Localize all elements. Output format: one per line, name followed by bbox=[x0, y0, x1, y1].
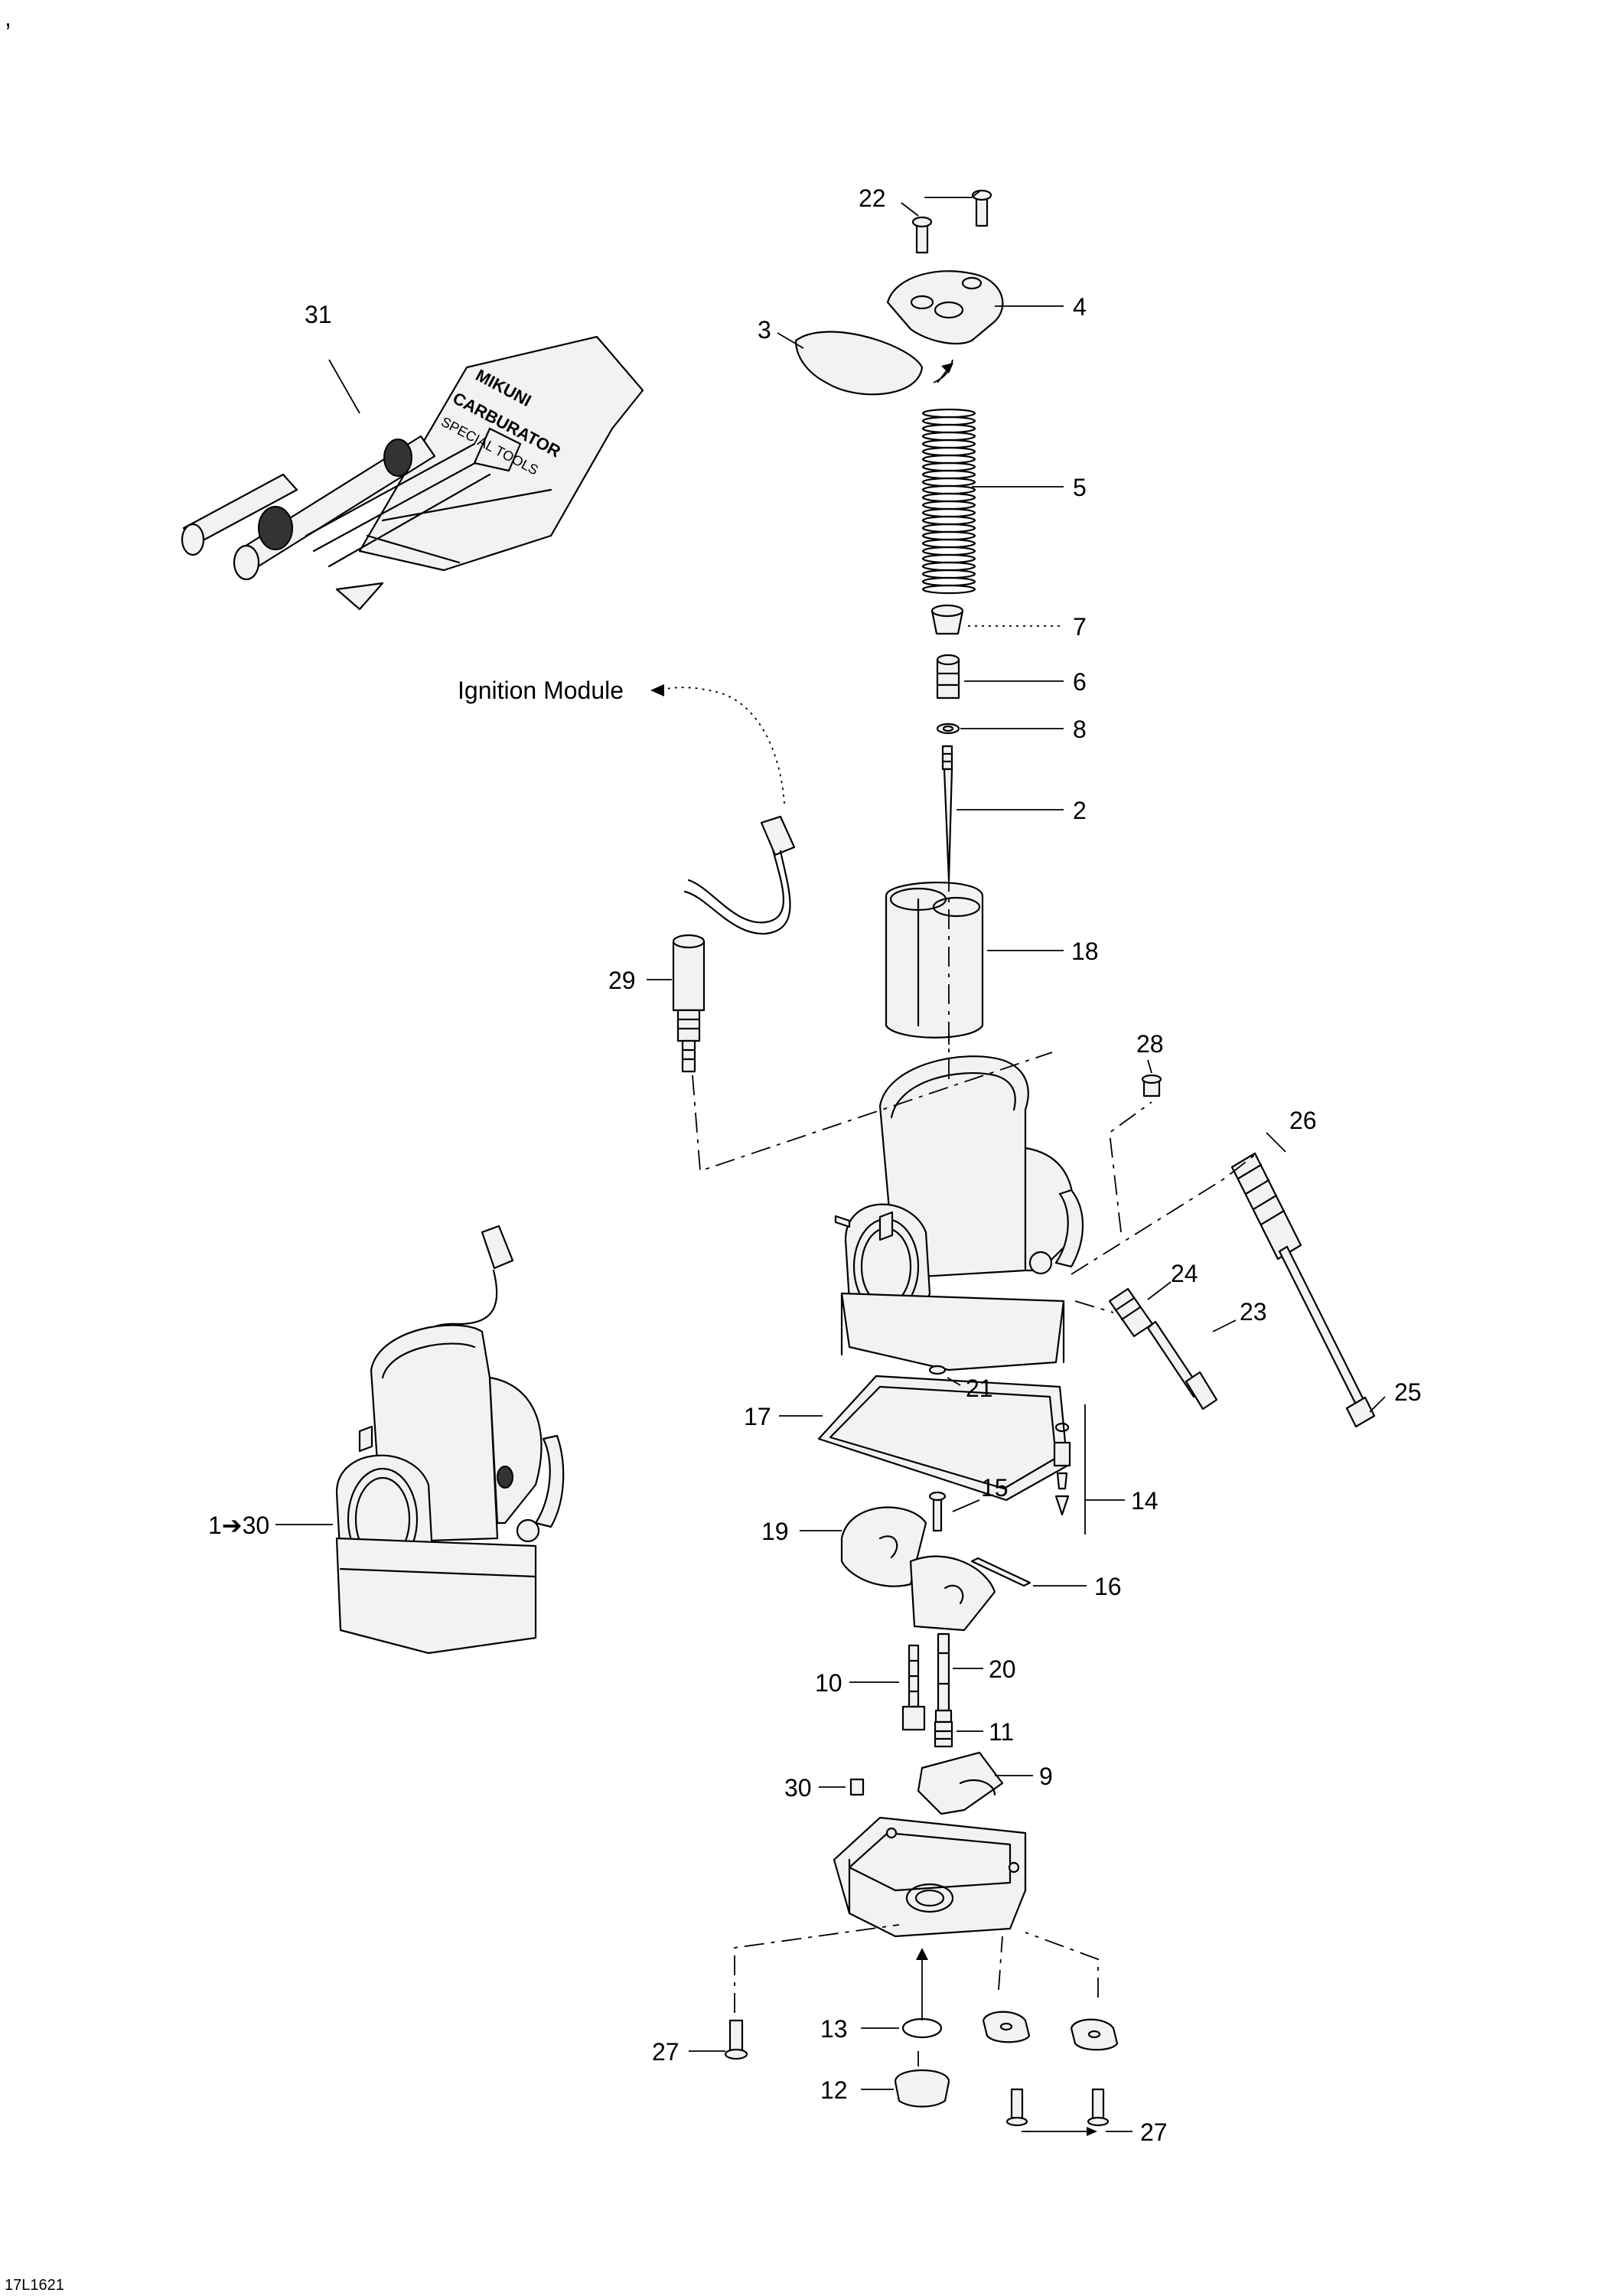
spring-coil bbox=[921, 469, 976, 480]
callout-27-right: 27 bbox=[1140, 2118, 1168, 2146]
callout-3: 3 bbox=[758, 316, 771, 344]
spring-coil bbox=[921, 538, 976, 549]
ignition-cable-route bbox=[656, 687, 785, 804]
needle-valve-set bbox=[1053, 1422, 1071, 1516]
spring-coil bbox=[921, 546, 976, 556]
assembly-arrows bbox=[916, 363, 1097, 2136]
spring-coil bbox=[921, 484, 976, 495]
callout-14: 14 bbox=[1131, 1487, 1159, 1515]
callout-7: 7 bbox=[1073, 613, 1087, 641]
callout-24: 24 bbox=[1171, 1260, 1198, 1287]
spring-coil bbox=[921, 523, 976, 533]
callout-17: 17 bbox=[744, 1403, 771, 1430]
callout-16: 16 bbox=[1094, 1573, 1122, 1600]
callout-25: 25 bbox=[1394, 1378, 1422, 1406]
callout-19: 19 bbox=[761, 1518, 789, 1545]
parts-24-23 bbox=[1108, 1287, 1218, 1411]
throttle-spring bbox=[921, 408, 976, 595]
assembled-carburetor bbox=[335, 1225, 565, 1655]
spring-coil bbox=[921, 507, 976, 518]
callout-27-left: 27 bbox=[652, 2038, 680, 2066]
callout-11: 11 bbox=[989, 1718, 1014, 1746]
part-21 bbox=[928, 1365, 947, 1375]
callout-1-to-30: 1➔30 bbox=[208, 1512, 269, 1539]
callout-21: 21 bbox=[966, 1375, 993, 1402]
spring-coil bbox=[921, 454, 976, 465]
carburetor-body bbox=[834, 1055, 1084, 1371]
figure-code: 17L1621 bbox=[5, 2277, 64, 2294]
parts-28-26-25 bbox=[1141, 1074, 1376, 1428]
spring-coil bbox=[921, 408, 976, 419]
callout-18: 18 bbox=[1071, 938, 1099, 965]
callout-22: 22 bbox=[859, 184, 886, 212]
spring-coil bbox=[921, 584, 976, 595]
spring-coil bbox=[921, 553, 976, 564]
callout-29: 29 bbox=[608, 967, 636, 994]
callout-30: 30 bbox=[784, 1774, 812, 1802]
spring-coil bbox=[921, 461, 976, 472]
spring-coil bbox=[921, 431, 976, 442]
spring-coil bbox=[921, 500, 976, 510]
callout-26: 26 bbox=[1289, 1107, 1317, 1134]
callout-6: 6 bbox=[1073, 668, 1087, 696]
spring-coil bbox=[921, 515, 976, 526]
bowl-fasteners bbox=[724, 2011, 1119, 2127]
float-assembly bbox=[840, 1491, 1031, 1632]
jets-group bbox=[849, 1632, 1004, 1815]
callout-23: 23 bbox=[1240, 1298, 1267, 1326]
spring-coil bbox=[921, 446, 976, 457]
tool-kit-pouch: MIKUNI CARBURATOR SPECIAL TOOLS bbox=[181, 335, 644, 611]
top-cap-group bbox=[794, 189, 1004, 396]
alignment-lines bbox=[692, 880, 1260, 2066]
callout-20: 20 bbox=[989, 1655, 1016, 1683]
spring-coil bbox=[921, 439, 976, 449]
callout-10: 10 bbox=[815, 1669, 842, 1697]
corner-mark: , bbox=[5, 4, 11, 31]
spring-coil bbox=[921, 492, 976, 503]
spring-coil bbox=[921, 569, 976, 579]
float-bowl bbox=[833, 1816, 1027, 1938]
leader-lines bbox=[275, 191, 1386, 2132]
throttle-slide bbox=[885, 881, 984, 1039]
callout-2: 2 bbox=[1073, 797, 1087, 824]
spring-coil bbox=[921, 530, 976, 541]
callout-5: 5 bbox=[1073, 474, 1087, 501]
spring-coil bbox=[921, 423, 976, 434]
spring-coil bbox=[921, 477, 976, 488]
spring-coil bbox=[921, 561, 976, 572]
callouts: 22 4 31 3 5 7 6 8 2 18 29 28 26 25 24 23… bbox=[208, 184, 1422, 2146]
callout-15: 15 bbox=[981, 1474, 1009, 1502]
ignition-arrow bbox=[650, 684, 664, 696]
callout-12: 12 bbox=[820, 2076, 848, 2104]
callout-8: 8 bbox=[1073, 716, 1087, 743]
ignition-module-label: Ignition Module bbox=[458, 677, 624, 704]
needle-parts bbox=[930, 604, 964, 882]
float-bowl-gasket bbox=[817, 1375, 1069, 1502]
callout-9: 9 bbox=[1039, 1763, 1053, 1790]
callout-4: 4 bbox=[1073, 293, 1087, 321]
callout-31: 31 bbox=[305, 301, 332, 328]
callout-13: 13 bbox=[820, 2015, 848, 2043]
spring-coil bbox=[921, 416, 976, 426]
spring-coil bbox=[921, 576, 976, 587]
throttle-position-sensor bbox=[672, 815, 796, 1073]
callout-28: 28 bbox=[1136, 1030, 1164, 1058]
